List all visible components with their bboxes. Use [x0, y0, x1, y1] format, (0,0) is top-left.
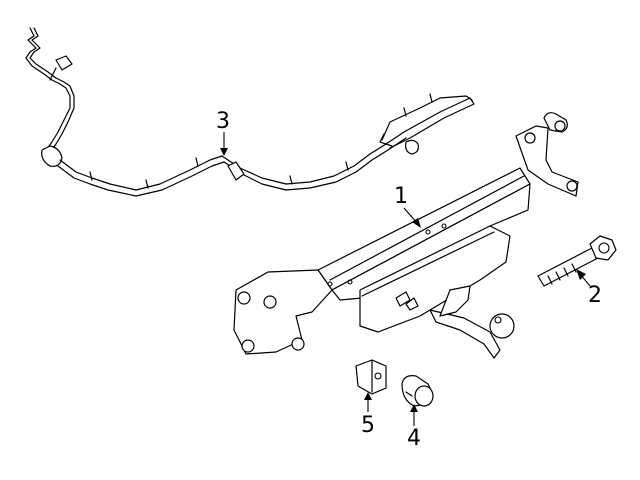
- mounting-bolt-icon: [537, 235, 617, 287]
- callout-4: 4: [407, 426, 421, 451]
- spacer-bushing-icon: [401, 375, 434, 407]
- wiring-harness-icon: [25, 27, 475, 197]
- callout-5: 5: [361, 413, 375, 438]
- callout-3: 3: [216, 109, 230, 134]
- leader-lines: [220, 132, 591, 426]
- retainer-clip-icon: [355, 359, 387, 395]
- callout-1: 1: [394, 184, 408, 209]
- callout-2: 2: [588, 283, 602, 308]
- tow-bar-crossmember-icon: [233, 112, 579, 359]
